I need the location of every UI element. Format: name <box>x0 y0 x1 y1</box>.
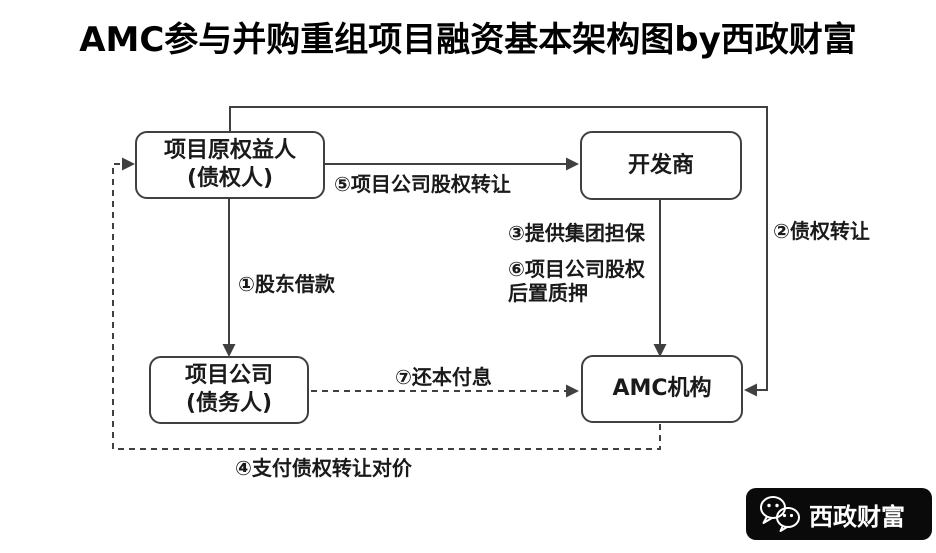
arrowhead-left-amc <box>744 383 757 397</box>
node-original-owner-line1: 项目原权益人 <box>163 138 296 163</box>
node-developer: 开发商 <box>580 131 742 200</box>
edge-label-5-equity-transfer: ⑤项目公司股权转让 <box>334 172 511 196</box>
brand-watermark-bar: 西政财富 <box>746 488 932 540</box>
wechat-icon <box>760 496 800 532</box>
edge-label-7-repayment: ⑦还本付息 <box>395 365 492 389</box>
edge-label-6-post-pledge: ⑥项目公司股权 后置质押 <box>508 257 645 305</box>
arrowhead-right-amc <box>566 384 579 398</box>
node-project-company-line1: 项目公司 <box>184 363 273 388</box>
edge-label-2-debt-transfer: ②债权转让 <box>773 219 870 243</box>
node-original-owner-line2: (债权人) <box>186 166 274 191</box>
node-project-company: 项目公司 (债务人) <box>149 356 309 424</box>
edge-label-1-shareholder-loan: ①股东借款 <box>238 272 335 296</box>
arrowhead-down-amc <box>653 344 667 357</box>
edge-consideration-line <box>112 163 661 450</box>
brand-name: 西政财富 <box>809 502 905 531</box>
node-developer-label: 开发商 <box>627 152 694 178</box>
node-amc-label: AMC机构 <box>612 376 712 401</box>
arrowhead-down-project <box>222 344 236 357</box>
edge-debt-transfer-line <box>229 106 768 391</box>
arrowhead-right-developer <box>566 157 579 171</box>
node-project-company-line2: (债务人) <box>185 391 273 416</box>
arrowhead-right-owner <box>122 157 135 171</box>
edge-label-4-consideration: ④支付债权转让对价 <box>235 456 412 480</box>
node-original-owner: 项目原权益人 (债权人) <box>135 131 325 199</box>
edge-label-3-group-guarantee: ③提供集团担保 <box>508 221 645 245</box>
node-amc: AMC机构 <box>581 355 743 423</box>
diagram-title: AMC参与并购重组项目融资基本架构图by西政财富 <box>79 20 857 60</box>
